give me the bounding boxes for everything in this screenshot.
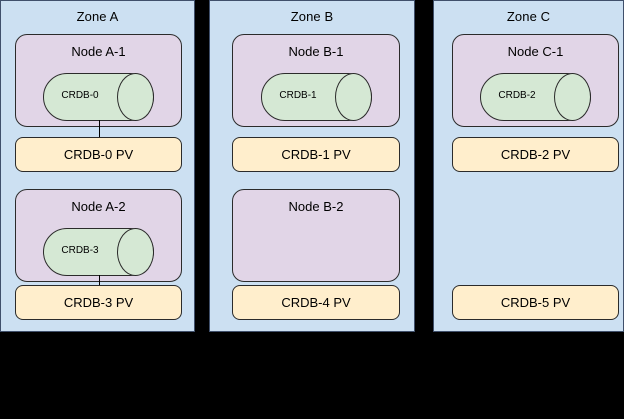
- volume-box-crdb-1-pv[interactable]: CRDB-1 PV: [232, 137, 400, 172]
- zone-b-title: Zone B: [290, 9, 334, 24]
- node-a2-label: Node A-2: [71, 199, 126, 214]
- zone-a-title: Zone A: [76, 9, 119, 24]
- database-label-crdb-0: CRDB-0: [61, 90, 99, 101]
- volume-label-crdb-0-pv: CRDB-0 PV: [63, 147, 134, 162]
- zone-c-title: Zone C: [506, 9, 551, 24]
- volume-label-crdb-5-pv: CRDB-5 PV: [500, 295, 571, 310]
- database-cylinder-crdb-1[interactable]: CRDB-1: [261, 73, 372, 121]
- volume-label-crdb-2-pv: CRDB-2 PV: [500, 147, 571, 162]
- node-c1-label: Node C-1: [507, 44, 564, 59]
- node-box-b2[interactable]: Node B-2: [232, 189, 400, 282]
- volume-label-crdb-4-pv: CRDB-4 PV: [281, 295, 351, 310]
- cylinder-cap-icon: [335, 73, 372, 121]
- database-cylinder-crdb-2[interactable]: CRDB-2: [480, 73, 591, 121]
- node-b1-label: Node B-1: [288, 44, 344, 59]
- node-b2-label: Node B-2: [288, 199, 344, 214]
- volume-box-crdb-3-pv[interactable]: CRDB-3 PV: [15, 285, 182, 320]
- cylinder-cap-icon: [117, 73, 154, 121]
- node-a1-label: Node A-1: [71, 44, 126, 59]
- cylinder-cap-icon: [554, 73, 591, 121]
- database-label-crdb-3: CRDB-3: [61, 245, 99, 256]
- zone-panel-b[interactable]: Zone B Node B-1 CRDB-1 CRDB-1 PV Node B-…: [209, 0, 523, 332]
- volume-label-crdb-1-pv: CRDB-1 PV: [281, 147, 351, 162]
- volume-box-crdb-2-pv[interactable]: CRDB-2 PV: [452, 137, 619, 172]
- database-label-crdb-2: CRDB-2: [498, 90, 536, 101]
- database-cylinder-crdb-0[interactable]: CRDB-0: [43, 73, 154, 121]
- database-label-crdb-1: CRDB-1: [279, 90, 317, 101]
- zone-panel-c[interactable]: Zone C Node C-1 CRDB-2 CRDB-2 PV CRDB-5 …: [433, 0, 624, 332]
- cylinder-cap-icon: [117, 228, 154, 276]
- connector-crdb-3-to-pv: [99, 275, 100, 287]
- volume-box-crdb-5-pv[interactable]: CRDB-5 PV: [452, 285, 619, 320]
- volume-label-crdb-3-pv: CRDB-3 PV: [63, 295, 134, 310]
- volume-box-crdb-4-pv[interactable]: CRDB-4 PV: [232, 285, 400, 320]
- volume-box-crdb-0-pv[interactable]: CRDB-0 PV: [15, 137, 182, 172]
- connector-crdb-0-to-pv: [99, 120, 100, 139]
- zone-panel-a[interactable]: Zone A Node A-1 CRDB-0 CRDB-0 PV Node A-…: [0, 0, 195, 332]
- database-cylinder-crdb-3[interactable]: CRDB-3: [43, 228, 154, 276]
